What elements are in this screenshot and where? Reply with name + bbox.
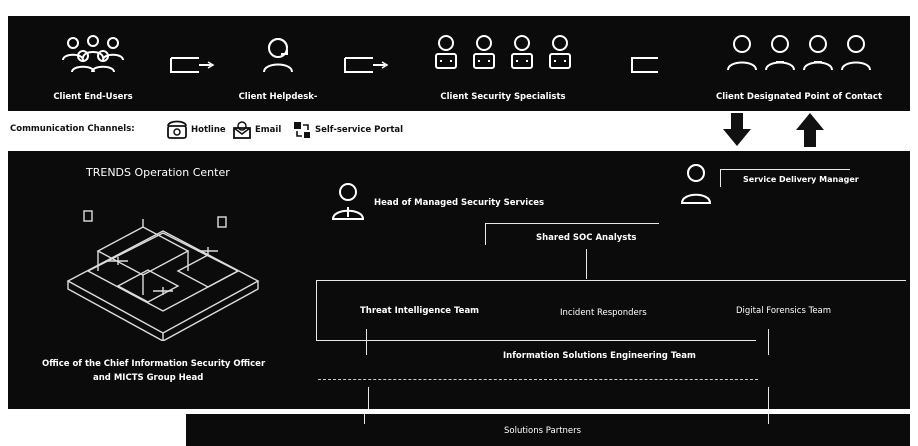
channel-label: Hotline [191,125,226,135]
connector [316,280,906,281]
role-client-point-of-contact: Client Designated Point of Contact [693,16,905,111]
connector [316,340,756,341]
connector [586,249,587,279]
office-line1: Office of the Chief Information Security… [42,359,266,369]
connector [316,280,317,340]
connector [366,329,367,355]
manager-icon [331,183,365,220]
connector [318,379,758,381]
email-icon [233,121,251,139]
client-roles-band: Client End-Users Client Helpdesk- [8,16,910,111]
connector [768,387,769,409]
head-managed-security: Head of Managed Security Services [374,198,545,208]
connector [720,169,850,170]
connector [368,387,369,409]
threat-intelligence-team: Threat Intelligence Team [360,306,480,316]
role-client-end-users: Client End-Users [18,16,168,111]
service-delivery-manager: Service Delivery Manager [743,175,859,184]
connector [720,169,721,187]
solutions-partners: Solutions Partners [504,426,582,436]
channel-label: Email [255,125,282,135]
role-label: Client End-Users [53,92,133,102]
channel-email: Email [232,120,281,140]
arrow-right-icon [344,57,389,73]
connector [364,414,365,424]
operation-center-title: TRENDS Operation Center [86,166,230,179]
service-manager-icon [680,164,712,204]
role-label: Client Helpdesk- [238,92,318,102]
connector [768,414,769,424]
channel-portal: Self-service Portal [292,120,403,140]
headset-agent-icon [263,38,293,73]
arrow-right-icon [170,57,215,73]
telephone-icon [167,120,187,139]
arrow-down-icon [723,113,751,146]
solutions-partners-band: Solutions Partners [186,414,910,446]
contact-persons-icon [727,35,871,71]
role-label: Client Designated Point of Contact [715,92,883,102]
channel-hotline: Hotline [166,120,226,140]
connector [768,329,769,355]
role-client-security-specialists: Client Security Specialists [403,16,603,111]
office-line2: and MICTS Group Head [93,373,204,383]
incident-responders: Incident Responders [560,308,647,318]
users-group-icon [62,35,124,73]
arrow-left-icon [631,57,658,73]
channel-label: Self-service Portal [315,125,404,135]
communication-channels: Communication Channels: Hotline Email Se… [10,120,610,144]
portal-icon [294,122,310,138]
arrow-up-icon [796,113,824,147]
connector [485,223,659,224]
developer-icon [435,35,571,69]
info-solutions-engineering: Information Solutions Engineering Team [503,351,696,361]
role-client-helpdesk: Client Helpdesk- [218,16,338,111]
digital-forensics-team: Digital Forensics Team [736,306,832,316]
role-label: Client Security Specialists [440,92,566,102]
connector [485,223,486,245]
operation-center-panel: TRENDS Operation Center Office of the Ch… [8,151,910,409]
channels-label: Communication Channels: [10,124,135,134]
shared-soc-analysts: Shared SOC Analysts [536,233,637,243]
building-illustration [66,210,260,341]
